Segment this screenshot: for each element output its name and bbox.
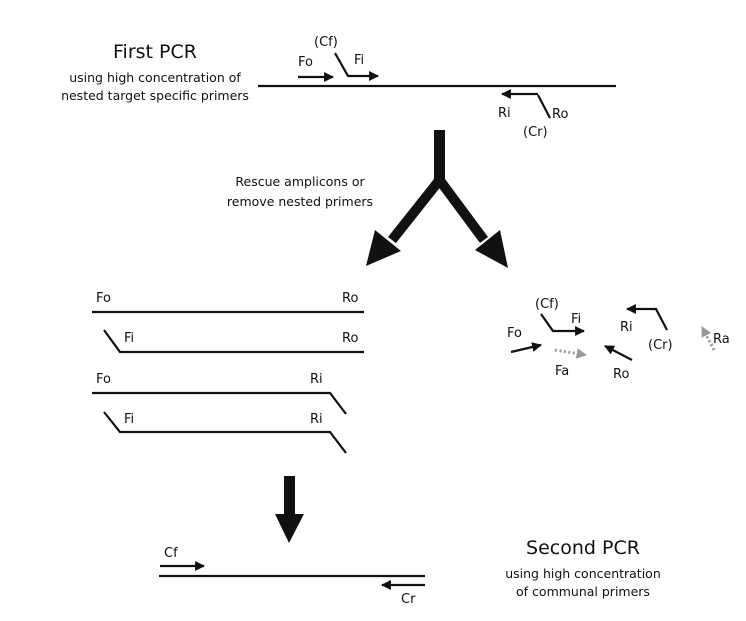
amplicon-list: Fo Ro Fi Ro Fo Ri Fi Ri xyxy=(92,291,364,454)
split-arrow-right-shaft xyxy=(436,179,489,243)
free-cf-label: (Cf) xyxy=(535,297,559,312)
cr-label: Cr xyxy=(401,592,416,607)
first-pcr-section: First PCR using high concentration of ne… xyxy=(61,35,616,140)
amplicon-right-label: Ri xyxy=(310,372,323,387)
second-pcr-subtitle-line2: of communal primers xyxy=(516,584,650,599)
first-pcr-subtitle-line1: using high concentration of xyxy=(69,70,241,85)
free-ro-primer-arrow xyxy=(604,345,633,361)
amplicon-left-label: Fi xyxy=(124,412,134,427)
fo-label: Fo xyxy=(298,55,313,70)
second-pcr-section: Cf Cr Second PCR using high concentratio… xyxy=(159,537,661,607)
free-ro-label: Ro xyxy=(613,367,629,382)
amplicon-strand xyxy=(92,391,347,415)
amplicon-fo-ri: Fo Ri xyxy=(92,372,347,415)
free-ri-primer-arrow xyxy=(626,304,668,331)
split-arrow-stem xyxy=(434,130,445,186)
amplicon-right-label: Ri xyxy=(310,412,323,427)
split-arrow-right-head xyxy=(475,230,508,268)
down-arrow xyxy=(275,476,304,543)
free-fa-label: Fa xyxy=(555,364,569,379)
free-fo-primer-arrow xyxy=(510,342,542,354)
free-ra-label: Ra xyxy=(713,332,730,347)
split-caption-line2: remove nested primers xyxy=(227,194,373,209)
fi-primer-arrow xyxy=(334,52,379,81)
ri-label: Ri xyxy=(498,106,511,121)
amplicon-left-label: Fo xyxy=(96,372,111,387)
split-arrow-left-shaft xyxy=(388,178,442,244)
free-fi-primer-arrow xyxy=(540,313,585,336)
ro-label: Ro xyxy=(552,107,568,122)
amplicon-fi-ri: Fi Ri xyxy=(103,411,347,454)
free-ri-label: Ri xyxy=(620,320,633,335)
first-pcr-title: First PCR xyxy=(113,41,197,63)
amplicon-right-label: Ro xyxy=(342,331,358,346)
amplicon-left-label: Fi xyxy=(124,331,134,346)
cf-label: Cf xyxy=(164,546,178,561)
cr-tail-label: (Cr) xyxy=(523,125,548,140)
amplicon-strand xyxy=(103,411,347,454)
free-primers: (Cf) Fi Fo Fa Ri (Cr) Ro Ra xyxy=(507,297,730,382)
second-pcr-title: Second PCR xyxy=(526,537,640,559)
down-arrow-shaft xyxy=(284,476,295,518)
amplicon-left-label: Fo xyxy=(96,291,111,306)
second-pcr-subtitle-line1: using high concentration xyxy=(505,566,661,581)
cf-tail-label: (Cf) xyxy=(314,35,338,50)
amplicon-fo-ro: Fo Ro xyxy=(92,291,364,314)
amplicon-fi-ro: Fi Ro xyxy=(103,329,364,354)
fi-label: Fi xyxy=(354,53,364,68)
free-cr-label: (Cr) xyxy=(648,338,673,353)
first-pcr-subtitle-line2: nested target specific primers xyxy=(61,88,249,103)
free-fa-primer-arrow xyxy=(554,348,588,359)
split-arrow: Rescue amplicons or remove nested primer… xyxy=(227,130,508,268)
amplicon-right-label: Ro xyxy=(342,291,358,306)
split-caption-line1: Rescue amplicons or xyxy=(235,174,365,189)
down-arrow-head xyxy=(275,514,304,543)
amplicon-strand xyxy=(103,329,364,354)
split-arrow-left-head xyxy=(366,230,401,266)
free-fo-label: Fo xyxy=(507,326,522,341)
ro-primer-arrow xyxy=(537,94,551,119)
free-fi-label: Fi xyxy=(571,312,581,327)
